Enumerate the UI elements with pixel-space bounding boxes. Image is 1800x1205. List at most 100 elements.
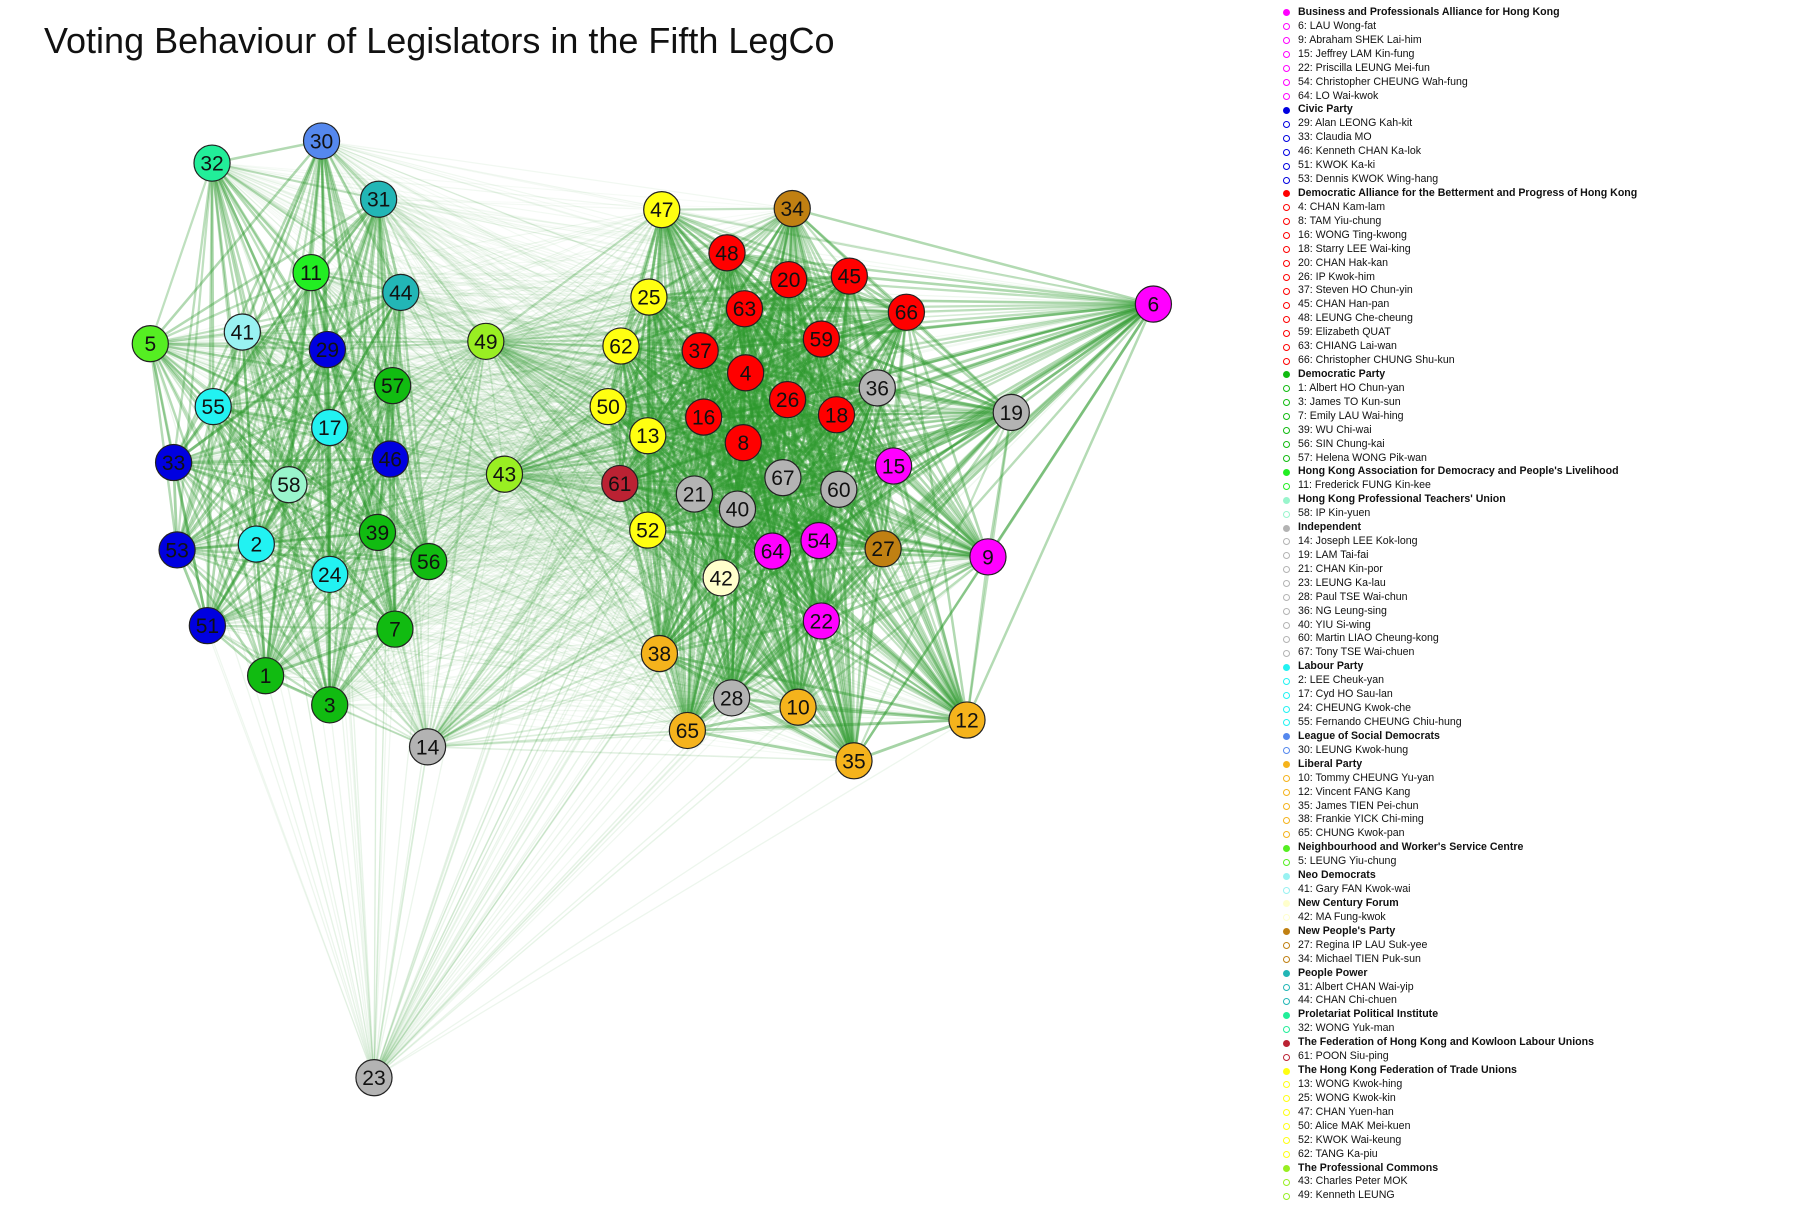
edge-line xyxy=(329,406,609,706)
node-legislator-7: 7 xyxy=(376,610,414,648)
node-label: 60 xyxy=(827,479,850,502)
edge-line xyxy=(206,625,375,1078)
edge-line xyxy=(392,385,822,622)
legend-hollow-dot-icon xyxy=(1283,37,1290,45)
edge-line xyxy=(646,278,790,437)
edge-line xyxy=(848,275,879,389)
edge-line xyxy=(646,297,651,436)
edge-line xyxy=(428,411,1012,563)
edge-line xyxy=(265,577,722,677)
edge-line xyxy=(212,406,660,655)
edge-line xyxy=(211,162,701,352)
edge-line xyxy=(658,399,789,655)
legend-member-row: 47: CHAN Yuen-han xyxy=(1283,1106,1793,1120)
edge-line xyxy=(390,458,648,531)
edge-line xyxy=(172,461,331,576)
edge-line xyxy=(373,350,701,1078)
legend-group: Hong Kong Association for Democracy and … xyxy=(1283,465,1793,493)
edge-line xyxy=(428,209,663,562)
legend-member-row: 12: Vincent FANG Kang xyxy=(1283,786,1793,800)
legend-filled-dot-icon xyxy=(1283,9,1290,17)
edge-line xyxy=(736,508,800,708)
edge-line xyxy=(658,252,729,654)
edge-line xyxy=(175,272,313,551)
node-circle xyxy=(864,530,902,568)
edge-line xyxy=(373,296,650,1078)
edge-line xyxy=(620,344,895,468)
legend-hollow-dot-icon xyxy=(1283,413,1290,421)
node-label: 55 xyxy=(202,396,225,419)
edge-line xyxy=(693,338,823,495)
edge-line xyxy=(173,435,648,464)
edge-line xyxy=(392,303,1154,387)
node-label: 19 xyxy=(1000,402,1023,425)
legend-party-row: The Hong Kong Federation of Trade Unions xyxy=(1283,1064,1793,1078)
edge-line xyxy=(428,493,695,563)
edge-line xyxy=(504,413,837,476)
legend-party-name: Independent xyxy=(1298,521,1361,534)
edge-line xyxy=(242,308,745,333)
edge-line xyxy=(207,625,660,655)
legend-member-row: 38: Frankie YICK Chi-ming xyxy=(1283,813,1793,827)
edge-line xyxy=(428,560,732,699)
edge-line xyxy=(207,625,799,708)
edge-line xyxy=(699,274,850,352)
legend-member-row: 41: Gary FAN Kwok-wai xyxy=(1283,883,1793,897)
edge-line xyxy=(255,272,313,545)
edge-line xyxy=(329,556,989,706)
edge-line xyxy=(848,275,1013,414)
legend-member-row: 55: Fernando CHEUNG Chiu-hung xyxy=(1283,716,1793,730)
node-circle xyxy=(817,396,856,434)
edge-line xyxy=(211,162,728,254)
edge-line xyxy=(503,473,799,708)
node-label: 36 xyxy=(866,377,889,400)
edge-line xyxy=(392,385,799,708)
edge-line xyxy=(309,272,430,563)
edge-line xyxy=(373,550,773,1079)
edge-line xyxy=(485,207,793,343)
edge-line xyxy=(265,387,878,677)
edge-line xyxy=(207,625,688,732)
edge-line xyxy=(149,343,209,626)
legend-party-name: Democratic Alliance for the Betterment a… xyxy=(1298,186,1638,199)
edge-line xyxy=(176,296,650,551)
edge-line xyxy=(744,275,851,374)
node-label: 45 xyxy=(838,266,861,289)
edge-line xyxy=(213,405,648,531)
edge-line xyxy=(206,573,331,627)
edge-line xyxy=(255,349,329,545)
node-legislator-16: 16 xyxy=(685,398,723,436)
legend-member-row: 20: CHAN Hak-kan xyxy=(1283,257,1793,271)
edge-line xyxy=(329,405,609,429)
edge-line xyxy=(820,338,885,550)
legend-party-name: Labour Party xyxy=(1298,660,1364,673)
edge-line xyxy=(321,140,650,298)
edge-line xyxy=(241,331,688,731)
edge-line xyxy=(394,435,649,630)
node-legislator-21: 21 xyxy=(675,475,714,513)
edge-line xyxy=(173,461,989,558)
edge-line xyxy=(206,209,663,627)
edge-line xyxy=(210,163,215,407)
edge-line xyxy=(213,406,738,510)
node-circle xyxy=(681,332,719,370)
legend-hollow-dot-icon xyxy=(1283,1053,1290,1061)
edge-line xyxy=(206,340,487,627)
edge-line xyxy=(327,338,822,351)
edge-line xyxy=(329,345,622,429)
edge-line xyxy=(693,493,855,762)
edge-line xyxy=(699,350,723,578)
edge-line xyxy=(744,372,821,542)
edge-line xyxy=(620,345,855,762)
edge-line xyxy=(661,207,793,211)
edge-line xyxy=(742,442,856,762)
node-legislator-26: 26 xyxy=(768,380,807,419)
edge-line xyxy=(206,331,244,626)
edge-line xyxy=(288,405,609,486)
node-legislator-60: 60 xyxy=(820,470,858,508)
edge-line xyxy=(211,162,744,444)
node-legislator-3: 3 xyxy=(311,686,349,724)
legend-hollow-dot-icon xyxy=(1283,441,1290,449)
